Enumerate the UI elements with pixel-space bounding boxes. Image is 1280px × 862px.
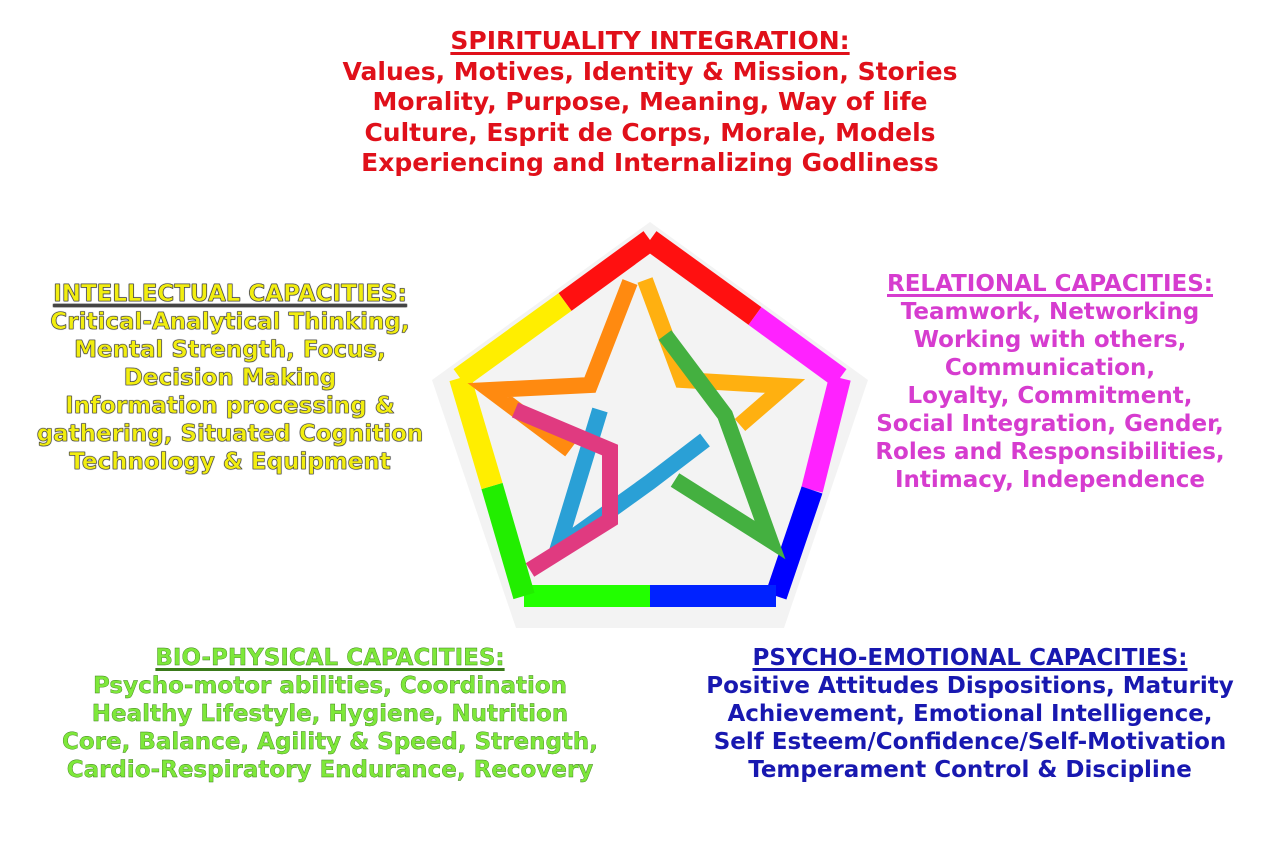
spirituality-line: Values, Motives, Identity & Mission, Sto… xyxy=(342,56,958,86)
bio-physical-heading: BIO-PHYSICAL CAPACITIES: xyxy=(155,645,505,671)
relational-line: Roles and Responsibilities, xyxy=(875,439,1225,466)
psycho-emotional-line: Self Esteem/Confidence/Self-Motivation xyxy=(713,729,1227,756)
psycho-emotional-line: Temperament Control & Discipline xyxy=(748,757,1192,784)
relational-line: Communication, xyxy=(944,355,1156,382)
pentagon-segment-magenta xyxy=(748,307,847,387)
pentagon-segment-red-right xyxy=(643,231,762,325)
bio-physical-line: Cardio-Respiratory Endurance, Recovery xyxy=(66,757,594,784)
spirituality-line: Morality, Purpose, Meaning, Way of life xyxy=(372,87,928,116)
intellectual-line: Information processing & xyxy=(65,393,395,420)
star-stroke-pink xyxy=(511,402,618,577)
intellectual-line: Decision Making xyxy=(123,365,337,392)
psycho-emotional-block: PSYCHO-EMOTIONAL CAPACITIES: Positive At… xyxy=(660,644,1280,784)
pentagon-segment-red-left xyxy=(558,231,657,311)
relational-line: Social Integration, Gender, xyxy=(876,411,1224,438)
bio-physical-line: Psycho-motor abilities, Coordination xyxy=(92,673,568,700)
star-stroke-green xyxy=(658,330,786,560)
bio-physical-block: BIO-PHYSICAL CAPACITIES: Psycho-motor ab… xyxy=(20,644,640,784)
relational-line: Intimacy, Independence xyxy=(895,467,1205,494)
intellectual-line: Mental Strength, Focus, xyxy=(74,337,386,364)
relational-line: Loyalty, Commitment, xyxy=(907,383,1193,410)
psycho-emotional-heading: PSYCHO-EMOTIONAL CAPACITIES: xyxy=(752,645,1188,671)
pentagon-segment-yellow-upper xyxy=(453,293,572,387)
relational-heading: RELATIONAL CAPACITIES: xyxy=(887,271,1213,297)
intellectual-heading: INTELLECTUAL CAPACITIES: xyxy=(53,281,407,308)
bio-physical-line: Healthy Lifestyle, Hygiene, Nutrition xyxy=(91,701,569,728)
pentagon-segment-yellow-lower xyxy=(449,374,503,490)
pentagon-segment-green-left xyxy=(481,482,535,600)
intellectual-block: INTELLECTUAL CAPACITIES: Critical-Analyt… xyxy=(10,280,450,476)
spirituality-line: Culture, Esprit de Corps, Morale, Models xyxy=(364,117,936,147)
intellectual-line: gathering, Situated Cognition xyxy=(36,421,424,448)
relational-line: Working with others, xyxy=(913,327,1187,354)
spirituality-heading: SPIRITUALITY INTEGRATION: xyxy=(450,26,850,55)
star-stroke-amber xyxy=(637,277,806,432)
intellectual-line: Technology & Equipment xyxy=(69,449,391,476)
psycho-emotional-line: Positive Attitudes Dispositions, Maturit… xyxy=(706,673,1234,700)
relational-line: Teamwork, Networking xyxy=(900,299,1200,326)
bio-physical-line: Core, Balance, Agility & Speed, Strength… xyxy=(61,729,599,756)
psycho-emotional-line: Achievement, Emotional Intelligence, xyxy=(727,701,1213,728)
intellectual-line: Critical-Analytical Thinking, xyxy=(50,309,410,336)
relational-block: RELATIONAL CAPACITIES: Teamwork, Network… xyxy=(830,270,1270,494)
pentagon-segment-magenta-lower xyxy=(801,375,851,493)
spirituality-line: Experiencing and Internalizing Godliness xyxy=(361,148,939,177)
pentagon-star-emblem xyxy=(432,222,868,628)
pentagon-segment-blue-right xyxy=(765,486,823,600)
spirituality-block: SPIRITUALITY INTEGRATION: Values, Motive… xyxy=(300,26,1000,179)
